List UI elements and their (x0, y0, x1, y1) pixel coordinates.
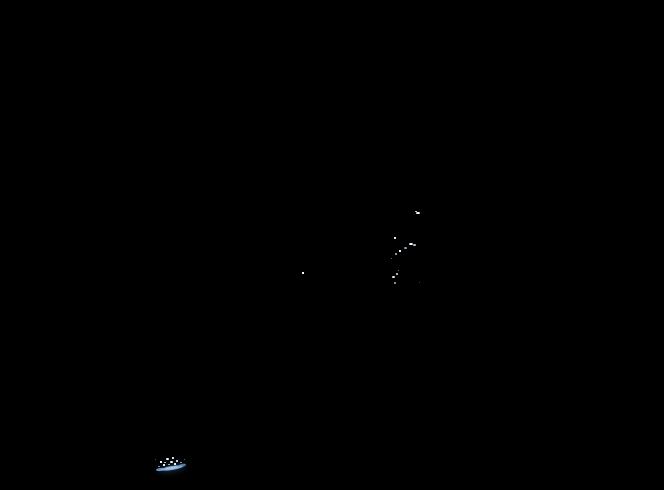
speck (415, 211, 417, 212)
speck (394, 282, 396, 284)
speck (398, 270, 399, 271)
speck (166, 458, 169, 460)
speck (180, 462, 182, 463)
speck (155, 459, 156, 460)
speck (168, 464, 170, 465)
speck (164, 462, 166, 463)
speck (404, 247, 407, 249)
speck (158, 466, 160, 467)
speck (176, 460, 178, 462)
speck (413, 244, 416, 246)
speck (396, 273, 398, 275)
speck (163, 464, 165, 466)
speck (394, 237, 396, 239)
speck (416, 212, 420, 214)
speck (170, 461, 173, 463)
speck (419, 282, 420, 283)
speck (392, 276, 395, 278)
speck (302, 272, 304, 274)
speck (174, 463, 176, 465)
speck (184, 459, 185, 460)
speck (172, 457, 174, 459)
speck (399, 250, 401, 252)
speck (160, 461, 162, 463)
speck (391, 258, 392, 259)
speck (409, 243, 413, 245)
speck (395, 253, 397, 255)
